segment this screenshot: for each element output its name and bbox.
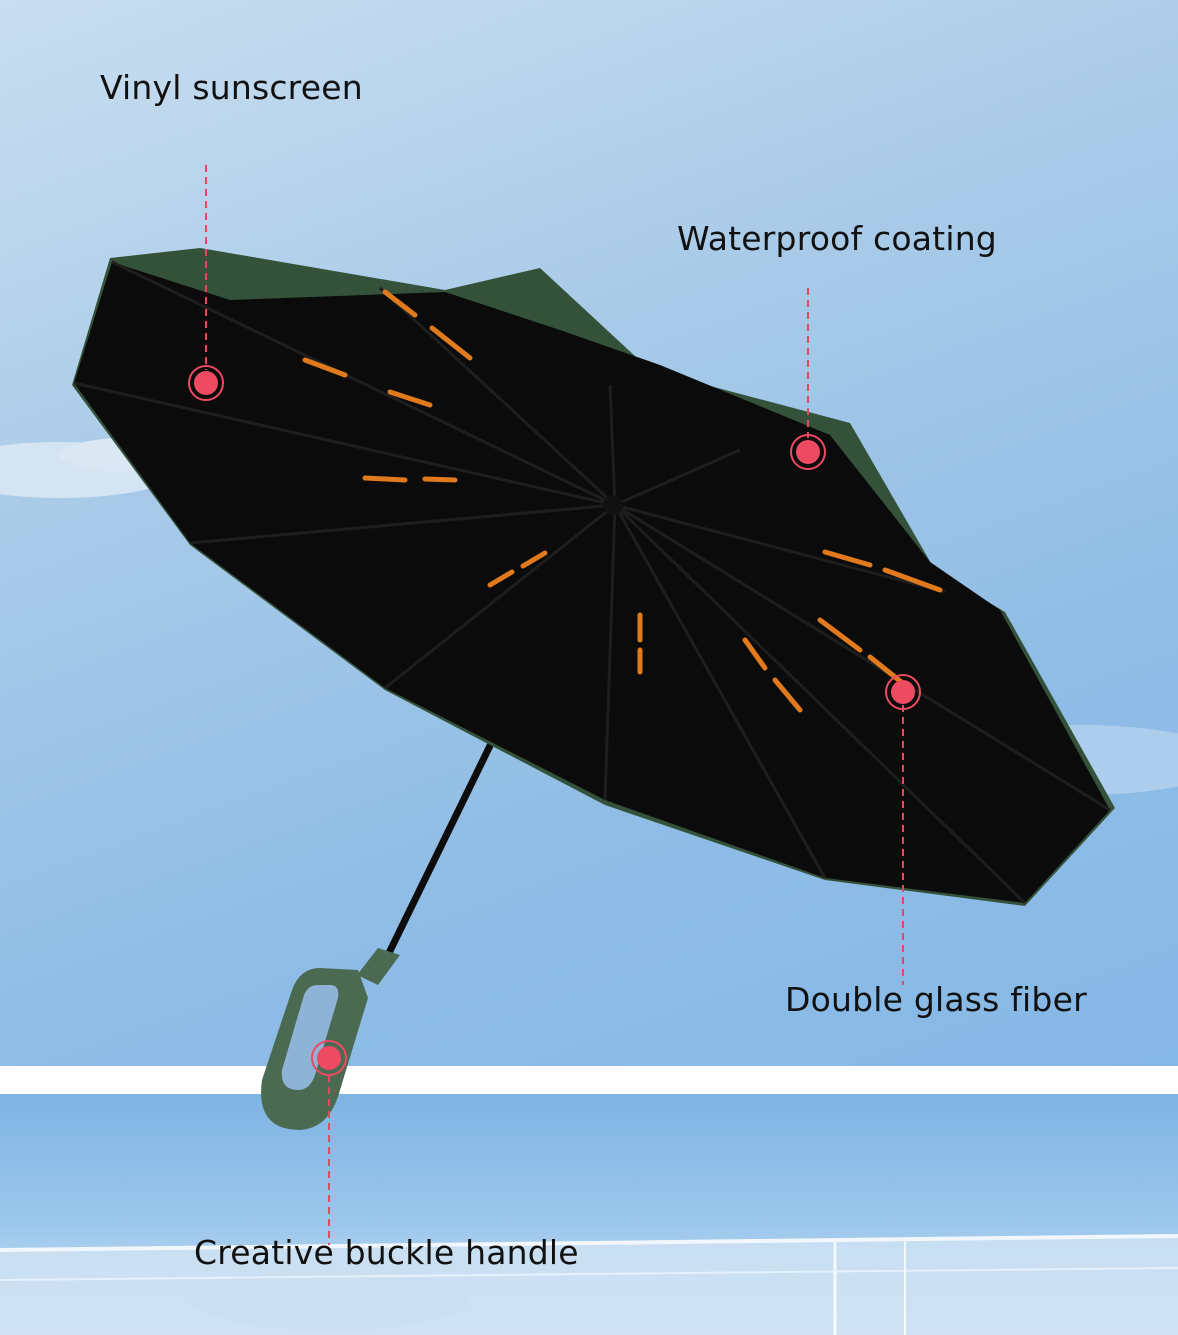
umbrella-hub: [603, 495, 623, 515]
fiber-rib-accents: [302, 289, 943, 713]
marker-vinyl: [188, 365, 224, 401]
marker-waterproof: [790, 434, 826, 470]
canopy-inner: [74, 262, 1110, 903]
label-double-glass-fiber: Double glass fiber: [785, 980, 1087, 1019]
umbrella-ribs: [73, 260, 1111, 905]
buckle-handle: [261, 948, 400, 1130]
white-divider-band: [0, 1066, 1178, 1094]
marker-fiber: [885, 674, 921, 710]
marker-handle: [311, 1040, 347, 1076]
glass-structure: [0, 1234, 1178, 1335]
callout-lines: [205, 165, 904, 1245]
label-creative-buckle-handle: Creative buckle handle: [194, 1233, 579, 1272]
label-vinyl-sunscreen: Vinyl sunscreen: [100, 68, 363, 107]
label-waterproof-coating: Waterproof coating: [677, 219, 997, 258]
